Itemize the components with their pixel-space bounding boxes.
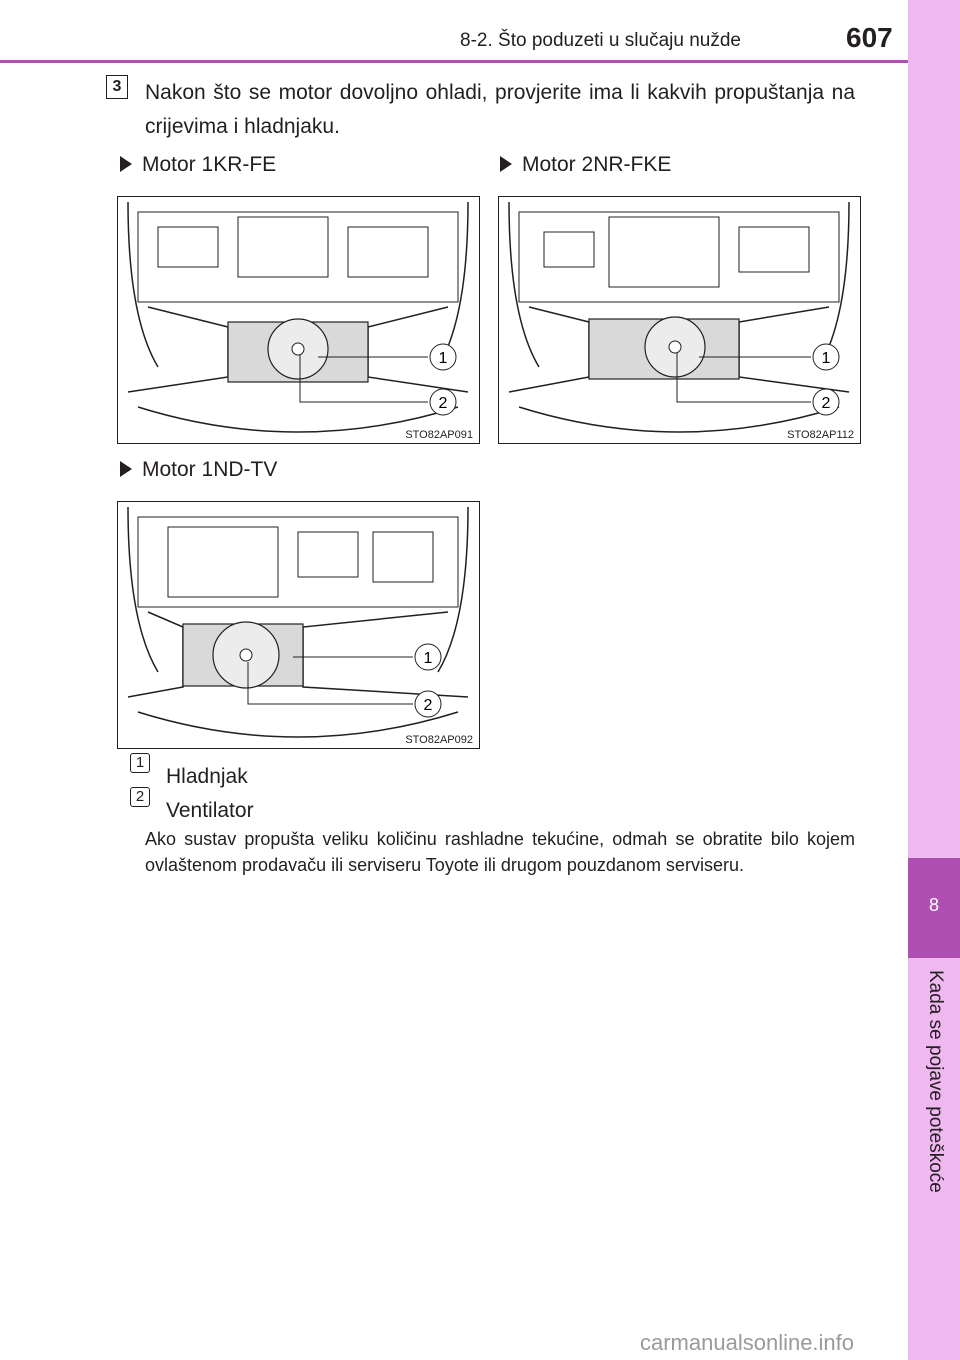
legend-item-radiator: 1Hladnjak [130, 753, 248, 789]
chapter-number-tab [908, 858, 960, 958]
watermark: carmanualsonline.info [640, 1330, 855, 1355]
callout-2: 2 [822, 395, 831, 412]
figure-engine-2nr: 1 2 STO82AP112 [498, 196, 861, 444]
figure-code: STO82AP092 [405, 734, 473, 746]
arrow-right-icon [120, 461, 132, 477]
engine-bay-illustration: 1 2 [508, 201, 850, 433]
section-title: 8-2. Što poduzeti u slučaju nužde [460, 30, 741, 51]
legend-label: Ventilator [166, 799, 254, 822]
callout-1: 1 [424, 650, 433, 667]
variant-label-1kr: Motor 1KR-FE [120, 153, 276, 177]
service-note: Ako sustav propušta veliku količinu rash… [145, 829, 855, 875]
figure-code: STO82AP112 [787, 429, 854, 441]
legend-label: Hladnjak [166, 765, 248, 788]
arrow-right-icon [500, 156, 512, 172]
variant-label-1nd: Motor 1ND-TV [120, 458, 277, 482]
figure-code: STO82AP091 [405, 429, 473, 441]
engine-bay-illustration: 1 2 [127, 201, 469, 433]
step-number-badge: 3 [106, 75, 128, 99]
callout-2: 2 [439, 395, 448, 412]
step-instruction: Nakon što se motor dovoljno ohladi, prov… [145, 81, 855, 138]
legend-number: 2 [130, 787, 150, 807]
chapter-title: Kada se pojave poteškoće [925, 970, 946, 1193]
page-number: 607 [846, 22, 893, 53]
header-rule [0, 60, 908, 63]
arrow-right-icon [120, 156, 132, 172]
figure-engine-1kr: 1 2 STO82AP091 [117, 196, 480, 444]
legend-number: 1 [130, 753, 150, 773]
figure-engine-1nd: 1 2 STO82AP092 [117, 501, 480, 749]
variant-label-2nr: Motor 2NR-FKE [500, 153, 671, 177]
engine-bay-illustration: 1 2 [127, 506, 469, 738]
chapter-number: 8 [928, 895, 939, 915]
chapter-side-tab [908, 0, 960, 1360]
callout-1: 1 [439, 350, 448, 367]
legend-item-fan: 2Ventilator [130, 787, 254, 823]
callout-1: 1 [822, 350, 831, 367]
callout-2: 2 [424, 697, 433, 714]
